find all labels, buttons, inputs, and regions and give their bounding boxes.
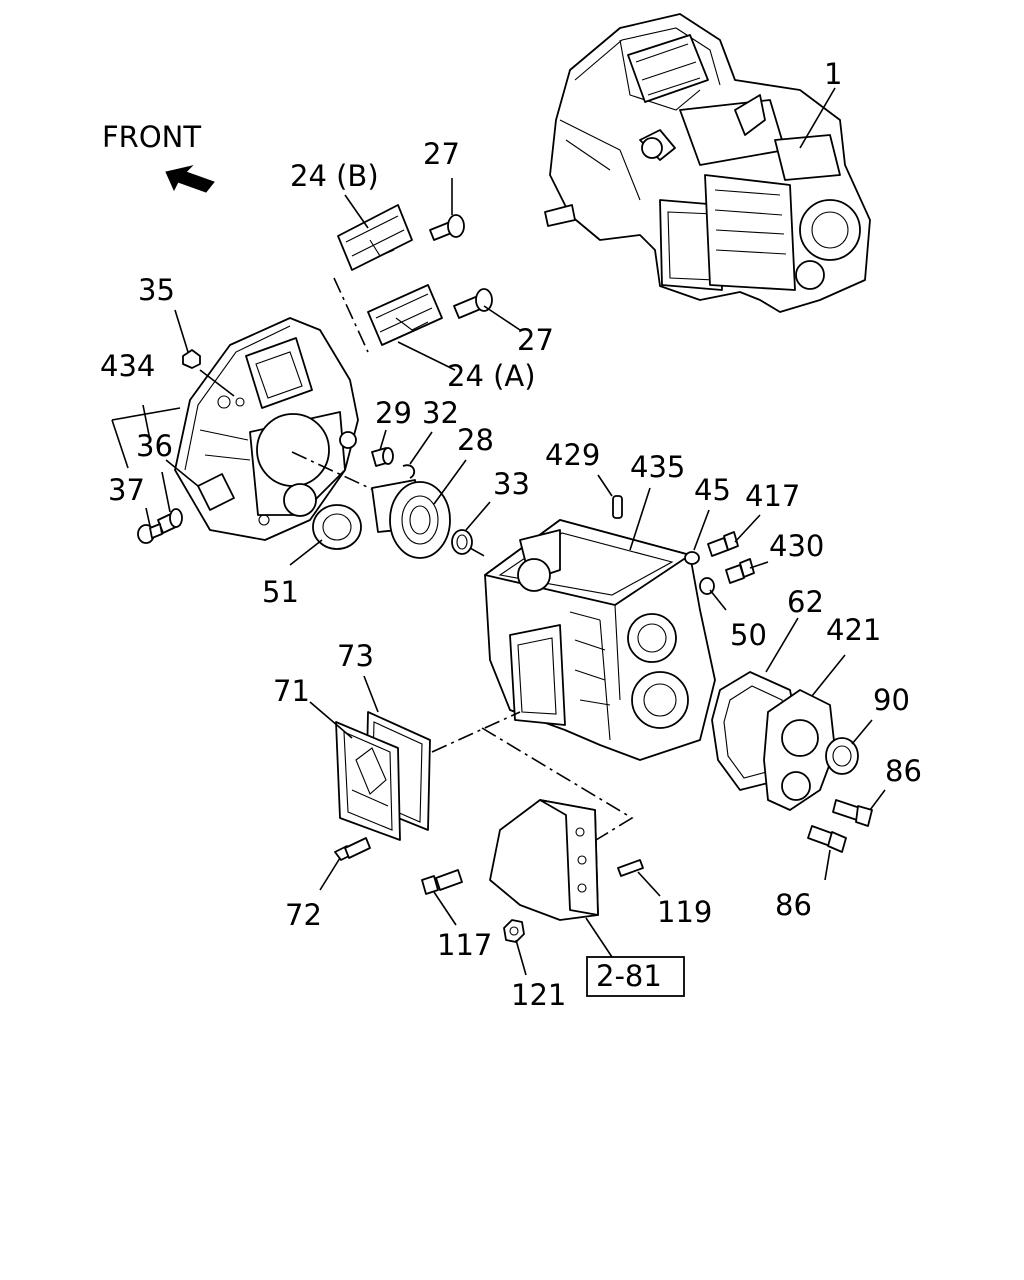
- callout-71: 71: [273, 674, 310, 708]
- front-label: FRONT: [102, 120, 201, 154]
- cover-plate-24b: [337, 204, 413, 271]
- nut-35: [182, 349, 201, 369]
- callout-50: 50: [730, 618, 767, 652]
- cover-plate-24a: [367, 284, 443, 346]
- reference-box-label: 2-81: [596, 959, 662, 993]
- bolt-86-upper: [832, 799, 873, 827]
- callout-37: 37: [108, 473, 145, 507]
- callout-121: 121: [511, 978, 566, 1012]
- callout-24a: 24 (A): [447, 359, 536, 393]
- bolt-86-lower: [807, 825, 847, 853]
- clutch-housing: [174, 317, 359, 541]
- callout-27-lower: 27: [517, 323, 554, 357]
- callout-421: 421: [826, 613, 881, 647]
- washer-45: [684, 551, 700, 565]
- assembly-line-case-bracket: [481, 727, 634, 841]
- bolt-hole-35: [235, 397, 245, 407]
- callout-45: 45: [694, 473, 731, 507]
- reference-box: [586, 956, 685, 997]
- transmission-assembly: [544, 13, 871, 313]
- callout-119: 119: [657, 895, 712, 929]
- callout-435: 435: [630, 450, 685, 484]
- assembly-line-28: [469, 547, 489, 559]
- callout-73: 73: [337, 639, 374, 673]
- callout-417: 417: [745, 479, 800, 513]
- callout-429: 429: [545, 438, 600, 472]
- callout-33: 33: [493, 467, 530, 501]
- dowel-pin-429: [612, 495, 623, 519]
- stud-119: [617, 859, 644, 877]
- leader-lines: [111, 87, 886, 976]
- callout-51: 51: [262, 575, 299, 609]
- bolt-417: [707, 531, 739, 557]
- assembly-line-housing: [291, 451, 379, 493]
- rear-cover-421: [763, 689, 836, 811]
- callout-29: 29: [375, 396, 412, 430]
- callout-430: 430: [769, 529, 824, 563]
- callout-24b: 24 (B): [290, 159, 379, 193]
- callout-72: 72: [285, 898, 322, 932]
- callout-28: 28: [457, 423, 494, 457]
- mounting-bracket: [489, 799, 599, 921]
- callout-86-upper: 86: [885, 754, 922, 788]
- transmission-case-435: [484, 519, 716, 761]
- callout-434: 434: [100, 349, 155, 383]
- bolt-29: [371, 447, 394, 467]
- callout-90: 90: [873, 683, 910, 717]
- callout-32: 32: [422, 396, 459, 430]
- bolt-37: [137, 523, 163, 544]
- callout-62: 62: [787, 585, 824, 619]
- snap-ring-32: [402, 464, 416, 479]
- callout-117: 117: [437, 928, 492, 962]
- bolt-27-lower: [453, 288, 493, 319]
- callout-1: 1: [824, 57, 842, 91]
- callout-86-lower: 86: [775, 888, 812, 922]
- callout-35: 35: [138, 273, 175, 307]
- oil-seal-90: [825, 737, 859, 775]
- nut-121: [503, 919, 525, 943]
- oil-seal-51: [312, 504, 362, 550]
- front-arrow-icon: [165, 165, 215, 193]
- assembly-line-case-cover: [431, 711, 521, 753]
- callout-27-upper: 27: [423, 137, 460, 171]
- seal-33: [451, 529, 473, 555]
- callout-36: 36: [136, 429, 173, 463]
- bolt-430: [725, 558, 755, 584]
- side-cover-71: [335, 721, 401, 841]
- bearing-retainer-28: [371, 479, 451, 559]
- bushing-36: [157, 508, 183, 534]
- assembly-line-24: [333, 277, 369, 353]
- bolt-27-upper: [429, 214, 465, 241]
- bolt-72: [334, 837, 371, 861]
- bolt-117: [421, 869, 463, 895]
- callout-labels: 1 24 (B) 27 27 24 (A) 35 434 36 37 29 32…: [100, 57, 922, 1012]
